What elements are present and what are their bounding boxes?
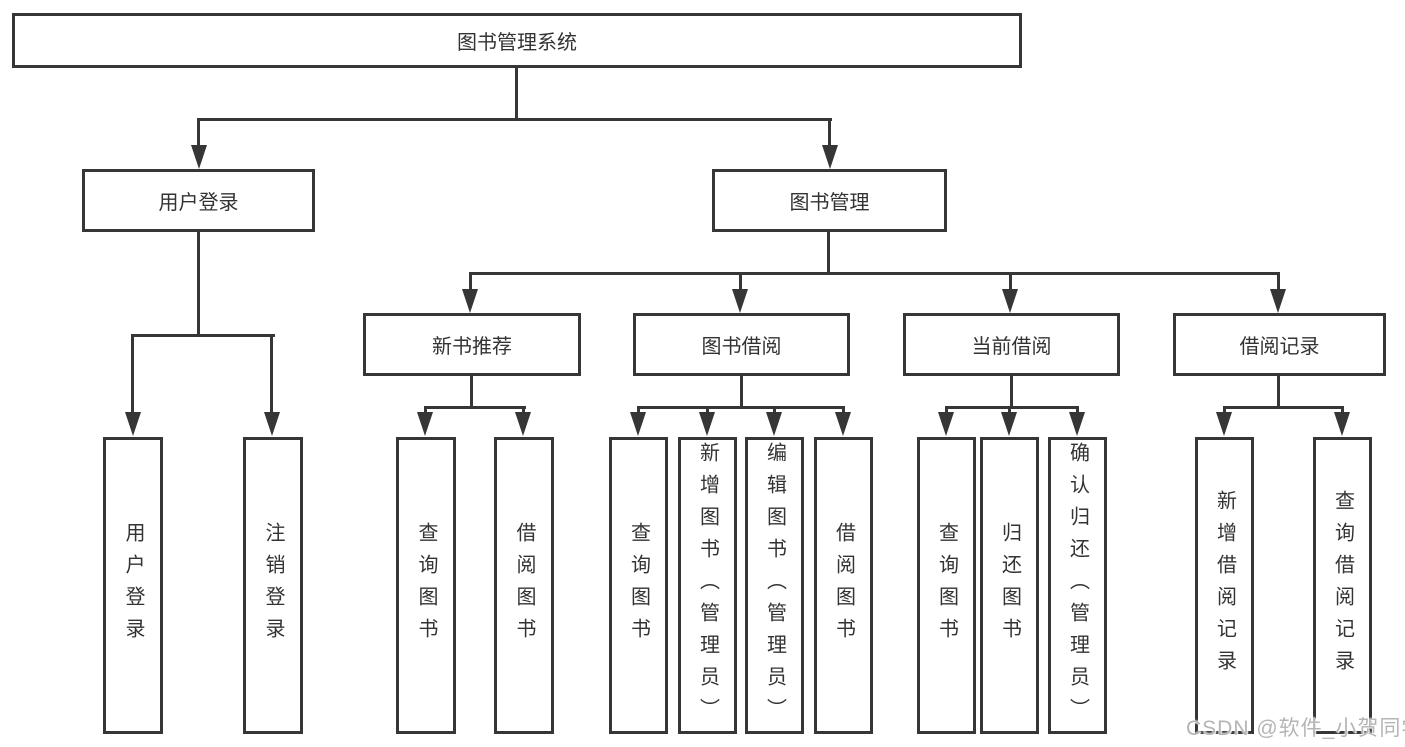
- connector-to-new-book: [469, 272, 472, 292]
- connector-to-book-management: [828, 118, 831, 148]
- arrow-down-icon: [699, 412, 715, 436]
- arrow-down-icon: [1216, 412, 1232, 436]
- connector-to-leaf: [270, 334, 273, 414]
- leaf-query-books-recommend: 查询图书: [396, 437, 456, 734]
- connector-to-leaf: [706, 406, 709, 416]
- node-user-login: 用户登录: [82, 169, 315, 232]
- arrow-down-icon: [630, 412, 646, 436]
- connector-root-hline: [197, 118, 832, 121]
- leaf-query-books-current-label: 查询图书: [935, 521, 958, 650]
- leaf-logout: 注销登录: [243, 437, 303, 734]
- arrow-down-icon: [1270, 289, 1286, 313]
- leaf-add-borrow-record-label: 新增借阅记录: [1213, 489, 1236, 682]
- node-current-borrow: 当前借阅: [903, 313, 1120, 376]
- node-new-book-recommend-label: 新书推荐: [432, 336, 512, 358]
- arrow-down-icon: [515, 412, 531, 436]
- connector-to-user-login: [197, 118, 200, 148]
- connector-to-current-borrow: [1009, 272, 1012, 292]
- connector-to-leaf: [522, 406, 525, 416]
- leaf-add-book-admin: 新增图书（管理员）: [678, 437, 737, 734]
- leaf-query-books-borrow: 查询图书: [609, 437, 668, 734]
- arrow-down-icon: [835, 412, 851, 436]
- arrow-down-icon: [1001, 412, 1017, 436]
- arrow-down-icon: [938, 412, 954, 436]
- leaf-add-book-admin-label: 新增图书（管理员）: [696, 441, 719, 730]
- node-current-borrow-label: 当前借阅: [971, 336, 1052, 358]
- connector-to-leaf: [424, 406, 427, 416]
- node-new-book-recommend: 新书推荐: [363, 313, 581, 376]
- leaf-query-borrow-record-label: 查询借阅记录: [1331, 489, 1354, 682]
- leaf-query-books-borrow-label: 查询图书: [627, 521, 650, 650]
- leaf-user-login: 用户登录: [103, 437, 163, 734]
- connector-to-leaf: [1076, 406, 1079, 416]
- leaf-add-borrow-record: 新增借阅记录: [1195, 437, 1254, 734]
- connector-root-stem: [515, 66, 518, 120]
- leaf-return-books-label: 归还图书: [998, 521, 1021, 650]
- connector-book-borrow-stem: [740, 376, 743, 409]
- connector-book-management-stem: [827, 232, 830, 274]
- arrow-down-icon: [1069, 412, 1085, 436]
- leaf-user-login-label: 用户登录: [122, 521, 144, 650]
- connector-borrow-records-stem: [1277, 376, 1280, 409]
- connector-to-leaf: [842, 406, 845, 416]
- connector-to-leaf: [637, 406, 640, 416]
- arrow-down-icon: [1334, 412, 1350, 436]
- leaf-borrow-books-label: 借阅图书: [832, 521, 855, 650]
- arrow-down-icon: [191, 145, 207, 169]
- connector-to-leaf: [1008, 406, 1011, 416]
- node-borrow-records: 借阅记录: [1173, 313, 1386, 376]
- leaf-edit-book-admin: 编辑图书（管理员）: [745, 437, 804, 734]
- leaf-logout-label: 注销登录: [262, 521, 284, 650]
- connector-user-login-stem: [197, 232, 200, 337]
- node-book-management: 图书管理: [712, 169, 947, 232]
- connector-book-borrow-hline: [637, 406, 845, 409]
- csdn-watermark: CSDN @软件_小贺同学: [1186, 717, 1405, 740]
- leaf-confirm-return-admin: 确认归还（管理员）: [1048, 437, 1107, 734]
- node-root: 图书管理系统: [12, 13, 1022, 68]
- leaf-borrow-books: 借阅图书: [814, 437, 873, 734]
- leaf-borrow-books-recommend: 借阅图书: [494, 437, 554, 734]
- connector-to-leaf: [1223, 406, 1226, 416]
- arrow-down-icon: [417, 412, 433, 436]
- connector-book-management-hline: [469, 272, 1280, 275]
- node-borrow-records-label: 借阅记录: [1239, 336, 1320, 358]
- leaf-query-books-recommend-label: 查询图书: [415, 521, 437, 650]
- arrow-down-icon: [462, 289, 478, 313]
- node-book-management-label: 图书管理: [789, 192, 870, 214]
- node-root-label: 图书管理系统: [457, 32, 577, 54]
- connector-current-borrow-stem: [1010, 376, 1013, 409]
- arrow-down-icon: [125, 412, 141, 436]
- node-user-login-label: 用户登录: [158, 192, 239, 214]
- connector-new-book-hline: [424, 406, 526, 409]
- connector-to-leaf: [131, 334, 134, 414]
- leaf-borrow-books-recommend-label: 借阅图书: [513, 521, 535, 650]
- connector-current-borrow-hline: [945, 406, 1079, 409]
- arrow-down-icon: [766, 412, 782, 436]
- connector-to-leaf: [945, 406, 948, 416]
- connector-to-leaf: [1341, 406, 1344, 416]
- arrow-down-icon: [732, 289, 748, 313]
- connector-to-book-borrow: [739, 272, 742, 292]
- leaf-edit-book-admin-label: 编辑图书（管理员）: [763, 441, 786, 730]
- node-book-borrow: 图书借阅: [633, 313, 850, 376]
- connector-to-borrow-records: [1277, 272, 1280, 292]
- arrow-down-icon: [1002, 289, 1018, 313]
- leaf-confirm-return-admin-label: 确认归还（管理员）: [1066, 441, 1089, 730]
- connector-to-leaf: [773, 406, 776, 416]
- leaf-query-borrow-record: 查询借阅记录: [1313, 437, 1372, 734]
- connector-new-book-stem: [470, 376, 473, 409]
- leaf-return-books: 归还图书: [980, 437, 1039, 734]
- connector-borrow-records-hline: [1223, 406, 1344, 409]
- arrow-down-icon: [822, 145, 838, 169]
- leaf-query-books-current: 查询图书: [917, 437, 976, 734]
- arrow-down-icon: [264, 412, 280, 436]
- connector-user-login-hline: [131, 334, 275, 337]
- node-book-borrow-label: 图书借阅: [701, 336, 782, 358]
